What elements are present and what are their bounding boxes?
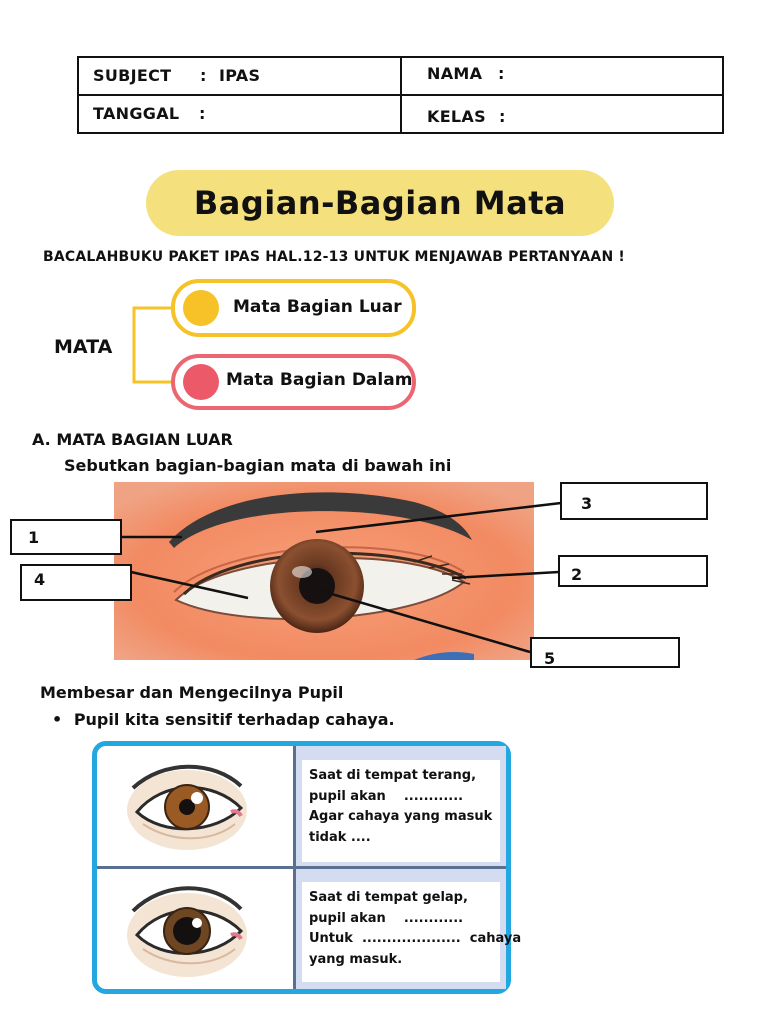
pointer-line-2 (451, 570, 560, 580)
tanggal-label: TANGGAL (93, 104, 180, 123)
header-table: SUBJECT : IPAS NAMA : TANGGAL : KELAS : (77, 56, 724, 134)
subject-label: SUBJECT (93, 66, 172, 85)
pupil-text-cell-bright: Saat di tempat terang, pupil akan ......… (302, 760, 500, 862)
label-box-4-number: 4 (34, 570, 46, 589)
branch-outer-pill (171, 279, 416, 337)
section-a-heading: A. MATA BAGIAN LUAR (32, 430, 233, 449)
label-box-3-number: 3 (581, 494, 593, 513)
bright-line-2: pupil akan ............ (309, 788, 464, 804)
dark-line-3: Untuk .................... cahaya (309, 931, 522, 946)
branch-outer-dot (183, 290, 219, 326)
tanggal-separator: : (199, 104, 206, 123)
nama-label: NAMA (427, 64, 483, 83)
label-box-5-number: 5 (544, 649, 556, 668)
dark-line-4: yang masuk. (309, 951, 403, 967)
dark-line-2: pupil akan ............ (309, 910, 464, 926)
eye-bright-image (127, 764, 247, 850)
bright-line-4: tidak .... (309, 829, 371, 845)
pointer-line-4 (130, 570, 249, 600)
label-box-2[interactable]: 2 (558, 555, 708, 587)
mindmap-root: MATA (54, 336, 113, 358)
subject-separator: : (200, 66, 207, 85)
kelas-separator: : (499, 107, 506, 126)
dark-line-1: Saat di tempat gelap, (309, 890, 468, 905)
label-box-5[interactable]: 5 (530, 637, 680, 668)
section-a-prompt: Sebutkan bagian-bagian mata di bawah ini (64, 456, 452, 475)
label-box-2-number: 2 (571, 565, 583, 584)
title-banner (146, 170, 614, 236)
branch-outer-label: Mata Bagian Luar (233, 297, 402, 317)
mindmap-connector (132, 306, 180, 384)
label-pointer-lines (121, 501, 562, 654)
bright-line-1: Saat di tempat terang, (309, 768, 477, 783)
pupil-table: Saat di tempat terang, pupil akan ......… (92, 741, 521, 994)
pointer-line-5 (317, 588, 531, 654)
instruction-text: BACALAHBUKU PAKET IPAS HAL.12-13 UNTUK M… (43, 249, 626, 265)
header-divider-horizontal (79, 94, 722, 96)
pupil-text-cell-dark: Saat di tempat gelap, pupil akan .......… (302, 882, 521, 982)
eye-dark-image (127, 886, 247, 977)
pupil-bullet-item: • Pupil kita sensitif terhadap cahaya. (52, 710, 395, 729)
pupil-bullet-text: Pupil kita sensitif terhadap cahaya. (73, 710, 395, 729)
bright-line-3: Agar cahaya yang masuk (309, 809, 493, 824)
label-box-3[interactable]: 3 (560, 482, 708, 520)
pupil-heading: Membesar dan Mengecilnya Pupil (40, 683, 344, 702)
label-box-1-number: 1 (28, 528, 40, 547)
pupil-table-hdivider (97, 866, 506, 869)
subject-value: IPAS (219, 66, 261, 85)
branch-inner-label: Mata Bagian Dalam (226, 370, 413, 390)
kelas-label: KELAS (427, 107, 486, 126)
eye-illustration (114, 482, 534, 660)
nama-separator: : (498, 64, 505, 83)
label-box-4[interactable]: 4 (20, 564, 132, 601)
pointer-line-3 (315, 501, 562, 534)
bullet-dot-icon: • (52, 710, 63, 729)
branch-inner-dot (183, 364, 219, 400)
page-title: Bagian-Bagian Mata (193, 184, 567, 222)
label-box-1[interactable]: 1 (10, 519, 122, 555)
